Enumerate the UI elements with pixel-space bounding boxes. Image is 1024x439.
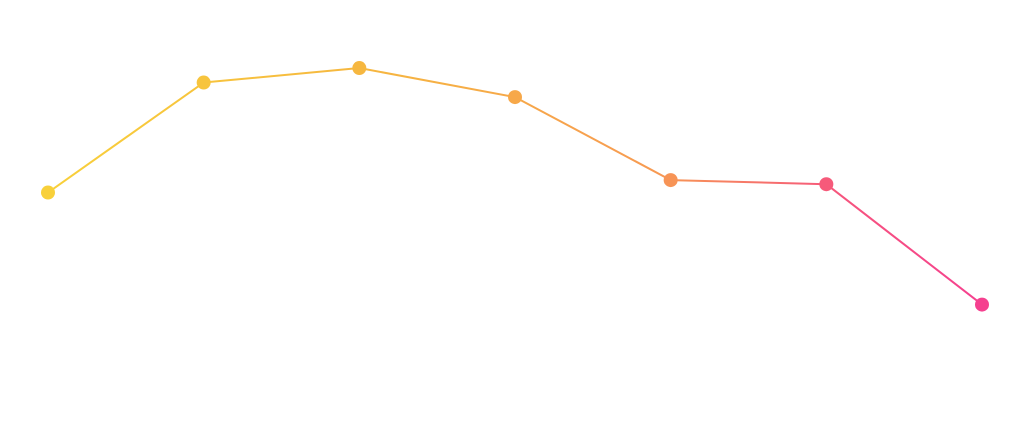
data-point[interactable]: [508, 90, 522, 105]
series-points: [41, 61, 989, 312]
data-point[interactable]: [352, 61, 367, 76]
line-segment: [358, 67, 516, 99]
series-lines: [47, 67, 983, 306]
data-point[interactable]: [819, 177, 834, 192]
data-point[interactable]: [975, 297, 989, 312]
line-segment: [47, 81, 205, 194]
data-point[interactable]: [663, 173, 678, 188]
data-point[interactable]: [196, 75, 211, 90]
line-segment: [825, 183, 983, 306]
data-point[interactable]: [41, 185, 55, 200]
line-segment: [669, 179, 828, 186]
line-segment: [514, 96, 672, 182]
line-segment: [202, 67, 361, 84]
